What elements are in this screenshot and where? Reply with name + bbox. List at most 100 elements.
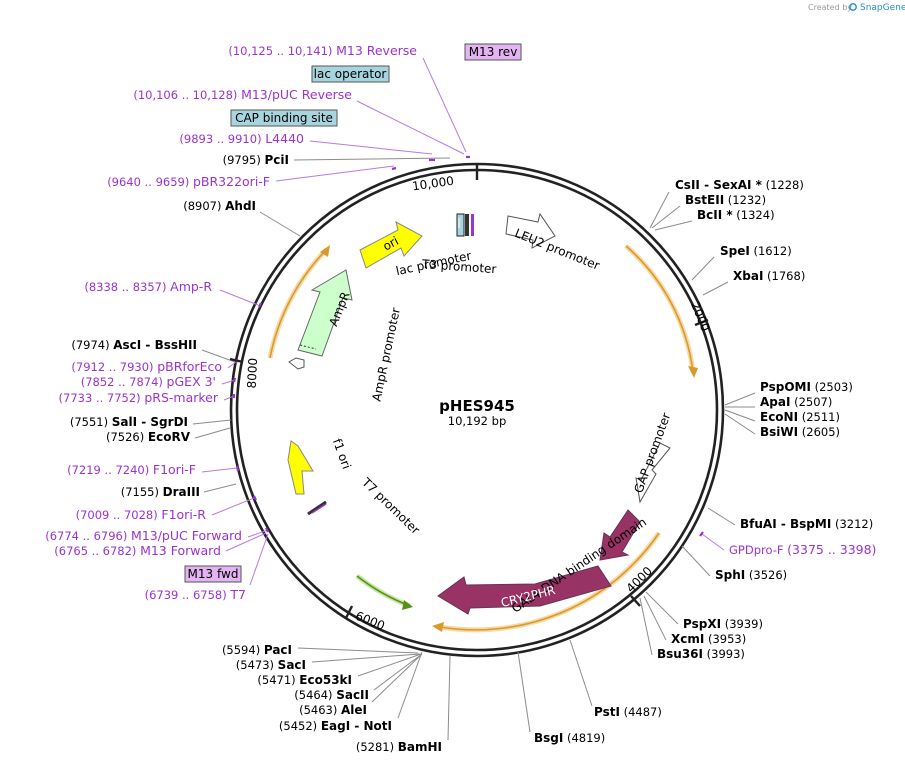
label-ampr-promoter: AmpR promoter — [369, 306, 403, 402]
ampr-arrow — [297, 269, 353, 357]
primer-name: pBRforEco — [157, 359, 222, 374]
enzyme-coord: (5471) — [257, 673, 299, 687]
enzyme-label: SpeI (1612) — [720, 244, 792, 258]
enzyme-leader — [203, 483, 237, 493]
enzyme-name: BsiWI — [760, 425, 798, 439]
enzyme-coord: (7974) — [71, 338, 113, 352]
primer-range: (9893 .. 9910) — [179, 132, 265, 146]
primer-leader — [225, 532, 267, 552]
enzyme-label: PspOMI (2503) — [760, 380, 853, 394]
enzyme-name: PspOMI — [760, 380, 811, 394]
primer-name: M13/pUC Reverse — [241, 87, 352, 102]
primer-label: (6765 .. 6782) M13 Forward — [54, 543, 221, 558]
enzyme-name: SalI — [112, 415, 137, 429]
primer-name: (3375 .. 3398) — [787, 542, 876, 557]
left-arc — [269, 249, 327, 359]
enzyme-name: PciI — [265, 153, 290, 167]
tick-marks — [229, 165, 709, 619]
primer-name: L4440 — [265, 131, 304, 146]
primer-range: (9640 .. 9659) — [107, 175, 193, 189]
cap-site-glyph — [465, 214, 469, 236]
enzyme-coord: (5281) — [356, 740, 398, 754]
enzyme-name: PacI — [264, 643, 292, 657]
primer-name: pRS-marker — [144, 390, 219, 405]
primer-name: Amp-R — [170, 279, 212, 294]
enzyme-name: EcoNI — [760, 410, 798, 424]
enzyme-name: SacI — [278, 658, 306, 672]
primer-name: pGEX 3' — [167, 374, 216, 389]
label-t3-promoter: T3 promoter — [421, 257, 497, 276]
enzyme-coord: (5464) — [294, 688, 336, 702]
enzyme-leader — [373, 653, 423, 691]
enzyme-coord: (2503) — [811, 380, 853, 394]
enzyme-leader — [724, 413, 756, 435]
primer-leader — [219, 289, 259, 306]
primer-label: (7733 .. 7752) pRS-marker — [59, 390, 219, 405]
enzyme-name: BamHI — [398, 740, 442, 754]
m13-rev-glyph — [471, 214, 474, 236]
enzyme-name: Eco53kI — [299, 673, 352, 687]
enzyme-leader — [293, 157, 451, 161]
primer-label: GPDpro-F (3375 .. 3398) — [729, 542, 876, 557]
credit-text: Created by — [808, 3, 852, 12]
enzyme-name: DraIII — [163, 485, 200, 499]
enzyme-label: XbaI (1768) — [733, 269, 805, 283]
enzyme-coord: (5594) — [222, 643, 264, 657]
enzyme-name: SphI — [715, 568, 745, 582]
primer-name: M13 Forward — [140, 543, 221, 558]
box-m13-rev-text: M13 rev — [469, 45, 518, 59]
primer-label: (8338 .. 8357) Amp-R — [84, 279, 212, 294]
enzyme-coord: (4819) — [563, 731, 605, 745]
enzyme-label: (7155) DraIII — [121, 485, 200, 499]
enzyme-label: (9795) PciI — [223, 153, 289, 167]
enzyme-extra: - BssHII — [141, 338, 197, 352]
primer-range: (10,106 .. 10,128) — [133, 88, 241, 102]
box-m13-fwd: M13 fwd — [184, 565, 242, 583]
enzyme-leader — [569, 639, 593, 707]
enzyme-label: BfuAI - BspMI (3212) — [740, 517, 873, 531]
primer-range: (7219 .. 7240) — [67, 463, 153, 477]
box-lac-operator: lac operator — [311, 65, 390, 83]
enzyme-label: BsiWI (2605) — [760, 425, 840, 439]
primer-leader — [221, 379, 236, 385]
enzyme-coord: (1768) — [763, 269, 805, 283]
enzyme-coord: (4487) — [620, 705, 662, 719]
ampr-promoter-arrow — [288, 357, 305, 370]
enzyme-extra: - SgrDI — [137, 415, 188, 429]
enzyme-leader — [357, 653, 422, 677]
enzyme-name: CsII — [675, 178, 700, 192]
primer-name: pBR322ori-F — [193, 174, 270, 189]
primer-leader — [422, 57, 467, 153]
enzyme-name: BcII * — [697, 208, 733, 222]
enzyme-label: PstI (4487) — [594, 705, 662, 719]
primer-name: M13/pUC Forward — [131, 528, 242, 543]
primer-leader — [227, 361, 237, 369]
box-m13-rev: M13 rev — [464, 43, 522, 61]
enzyme-label: XcmI (3953) — [671, 632, 746, 646]
enzyme-coord: (2605) — [798, 425, 840, 439]
primer-label: (6774 .. 6796) M13/pUC Forward — [45, 528, 242, 543]
enzyme-label: (8907) AhdI — [183, 199, 256, 213]
enzyme-leader — [639, 597, 653, 656]
enzyme-name: PspXI — [683, 617, 721, 631]
enzyme-leader — [681, 545, 711, 577]
enzyme-leader — [654, 220, 693, 231]
enzyme-coord: (5463) — [299, 703, 341, 717]
enzyme-leader — [651, 205, 681, 229]
cry2phr-arrow — [437, 565, 612, 615]
enzyme-leader — [707, 507, 736, 526]
primer-name: F1ori-F — [153, 462, 196, 477]
primer-leader — [201, 467, 238, 473]
primer-label: (7009 .. 7028) F1ori-R — [76, 507, 207, 522]
primer-leader — [356, 100, 465, 155]
enzyme-leader — [192, 419, 232, 425]
enzyme-leader — [724, 409, 756, 422]
tick-10000: 10,000 — [411, 174, 455, 194]
enzyme-leader — [397, 651, 423, 719]
primer-range: (7733 .. 7752) — [59, 391, 145, 405]
leu2-arc-head — [688, 366, 698, 378]
enzyme-coord: (9795) — [223, 153, 265, 167]
primer-labels: (10,125 .. 10,141) M13 Reverse(10,106 ..… — [45, 43, 876, 602]
enzyme-label: BstEII (1232) — [685, 193, 766, 207]
enzyme-name: BstEII — [685, 193, 724, 207]
